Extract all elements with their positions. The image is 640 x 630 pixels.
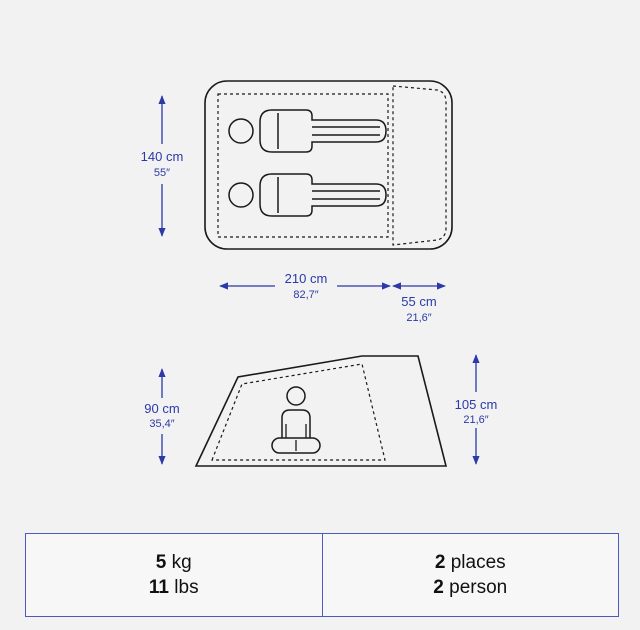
weight-lbs-value: 11 bbox=[148, 577, 169, 598]
tent-side-outline bbox=[194, 355, 448, 467]
inner-tent-dashed bbox=[217, 93, 389, 238]
weight-kg-unit: kg bbox=[166, 552, 192, 573]
sleeper-1 bbox=[228, 109, 387, 153]
capacity-value: 2 bbox=[434, 552, 446, 573]
vestibule-dimension-label: 55 cm bbox=[401, 294, 436, 309]
capacity-value-en: 2 bbox=[433, 577, 444, 598]
weight-lbs-unit: lbs bbox=[169, 577, 199, 598]
length-dimension-label: 210 cm bbox=[285, 271, 328, 286]
tent-dimension-diagram: 140 cm 55″ 210 cm 82,7″ 55 cm 21,6″ 90 c… bbox=[130, 80, 508, 467]
front-height-label-inches: 21,6″ bbox=[463, 414, 488, 426]
front-height-label: 105 cm bbox=[455, 397, 498, 412]
inner-tent-side-dashed bbox=[211, 363, 386, 461]
capacity-unit-places: places bbox=[445, 552, 506, 573]
sleeper-body bbox=[259, 109, 387, 153]
sleeper-head bbox=[228, 118, 254, 144]
weight-cell: 5 kg 11 lbs bbox=[26, 534, 322, 616]
weight-kg-value: 5 bbox=[155, 552, 167, 573]
rear-height-label: 90 cm bbox=[144, 401, 179, 416]
width-dimension-label: 140 cm bbox=[141, 149, 184, 164]
width-dimension-label-inches: 55″ bbox=[154, 167, 170, 179]
sleeper-body bbox=[259, 173, 387, 217]
vestibule-dimension-label-inches: 21,6″ bbox=[406, 312, 431, 324]
rear-height-label-inches: 35,4″ bbox=[149, 418, 174, 430]
tent-top-view: 140 cm 55″ 210 cm 82,7″ 55 cm 21,6″ bbox=[130, 80, 453, 324]
tent-side-view: 90 cm 35,4″ 105 cm 21,6″ bbox=[130, 354, 508, 467]
seated-person-icon bbox=[271, 386, 321, 454]
capacity-cell: 2 places 2 person bbox=[321, 534, 619, 616]
capacity-person: 2 person bbox=[433, 575, 507, 600]
capacity-unit-person: person bbox=[443, 577, 508, 598]
sleeper-head bbox=[228, 182, 254, 208]
weight-lbs: 11 lbs bbox=[149, 575, 199, 600]
weight-kg: 5 kg bbox=[156, 550, 192, 575]
sleeper-2 bbox=[228, 173, 387, 217]
spec-box: 5 kg 11 lbs 2 places 2 person bbox=[25, 533, 619, 617]
vestibule-dashed bbox=[392, 85, 447, 246]
tent-floor-outline bbox=[204, 80, 453, 250]
capacity-places: 2 places bbox=[435, 550, 506, 575]
length-dimension-label-inches: 82,7″ bbox=[293, 289, 318, 301]
